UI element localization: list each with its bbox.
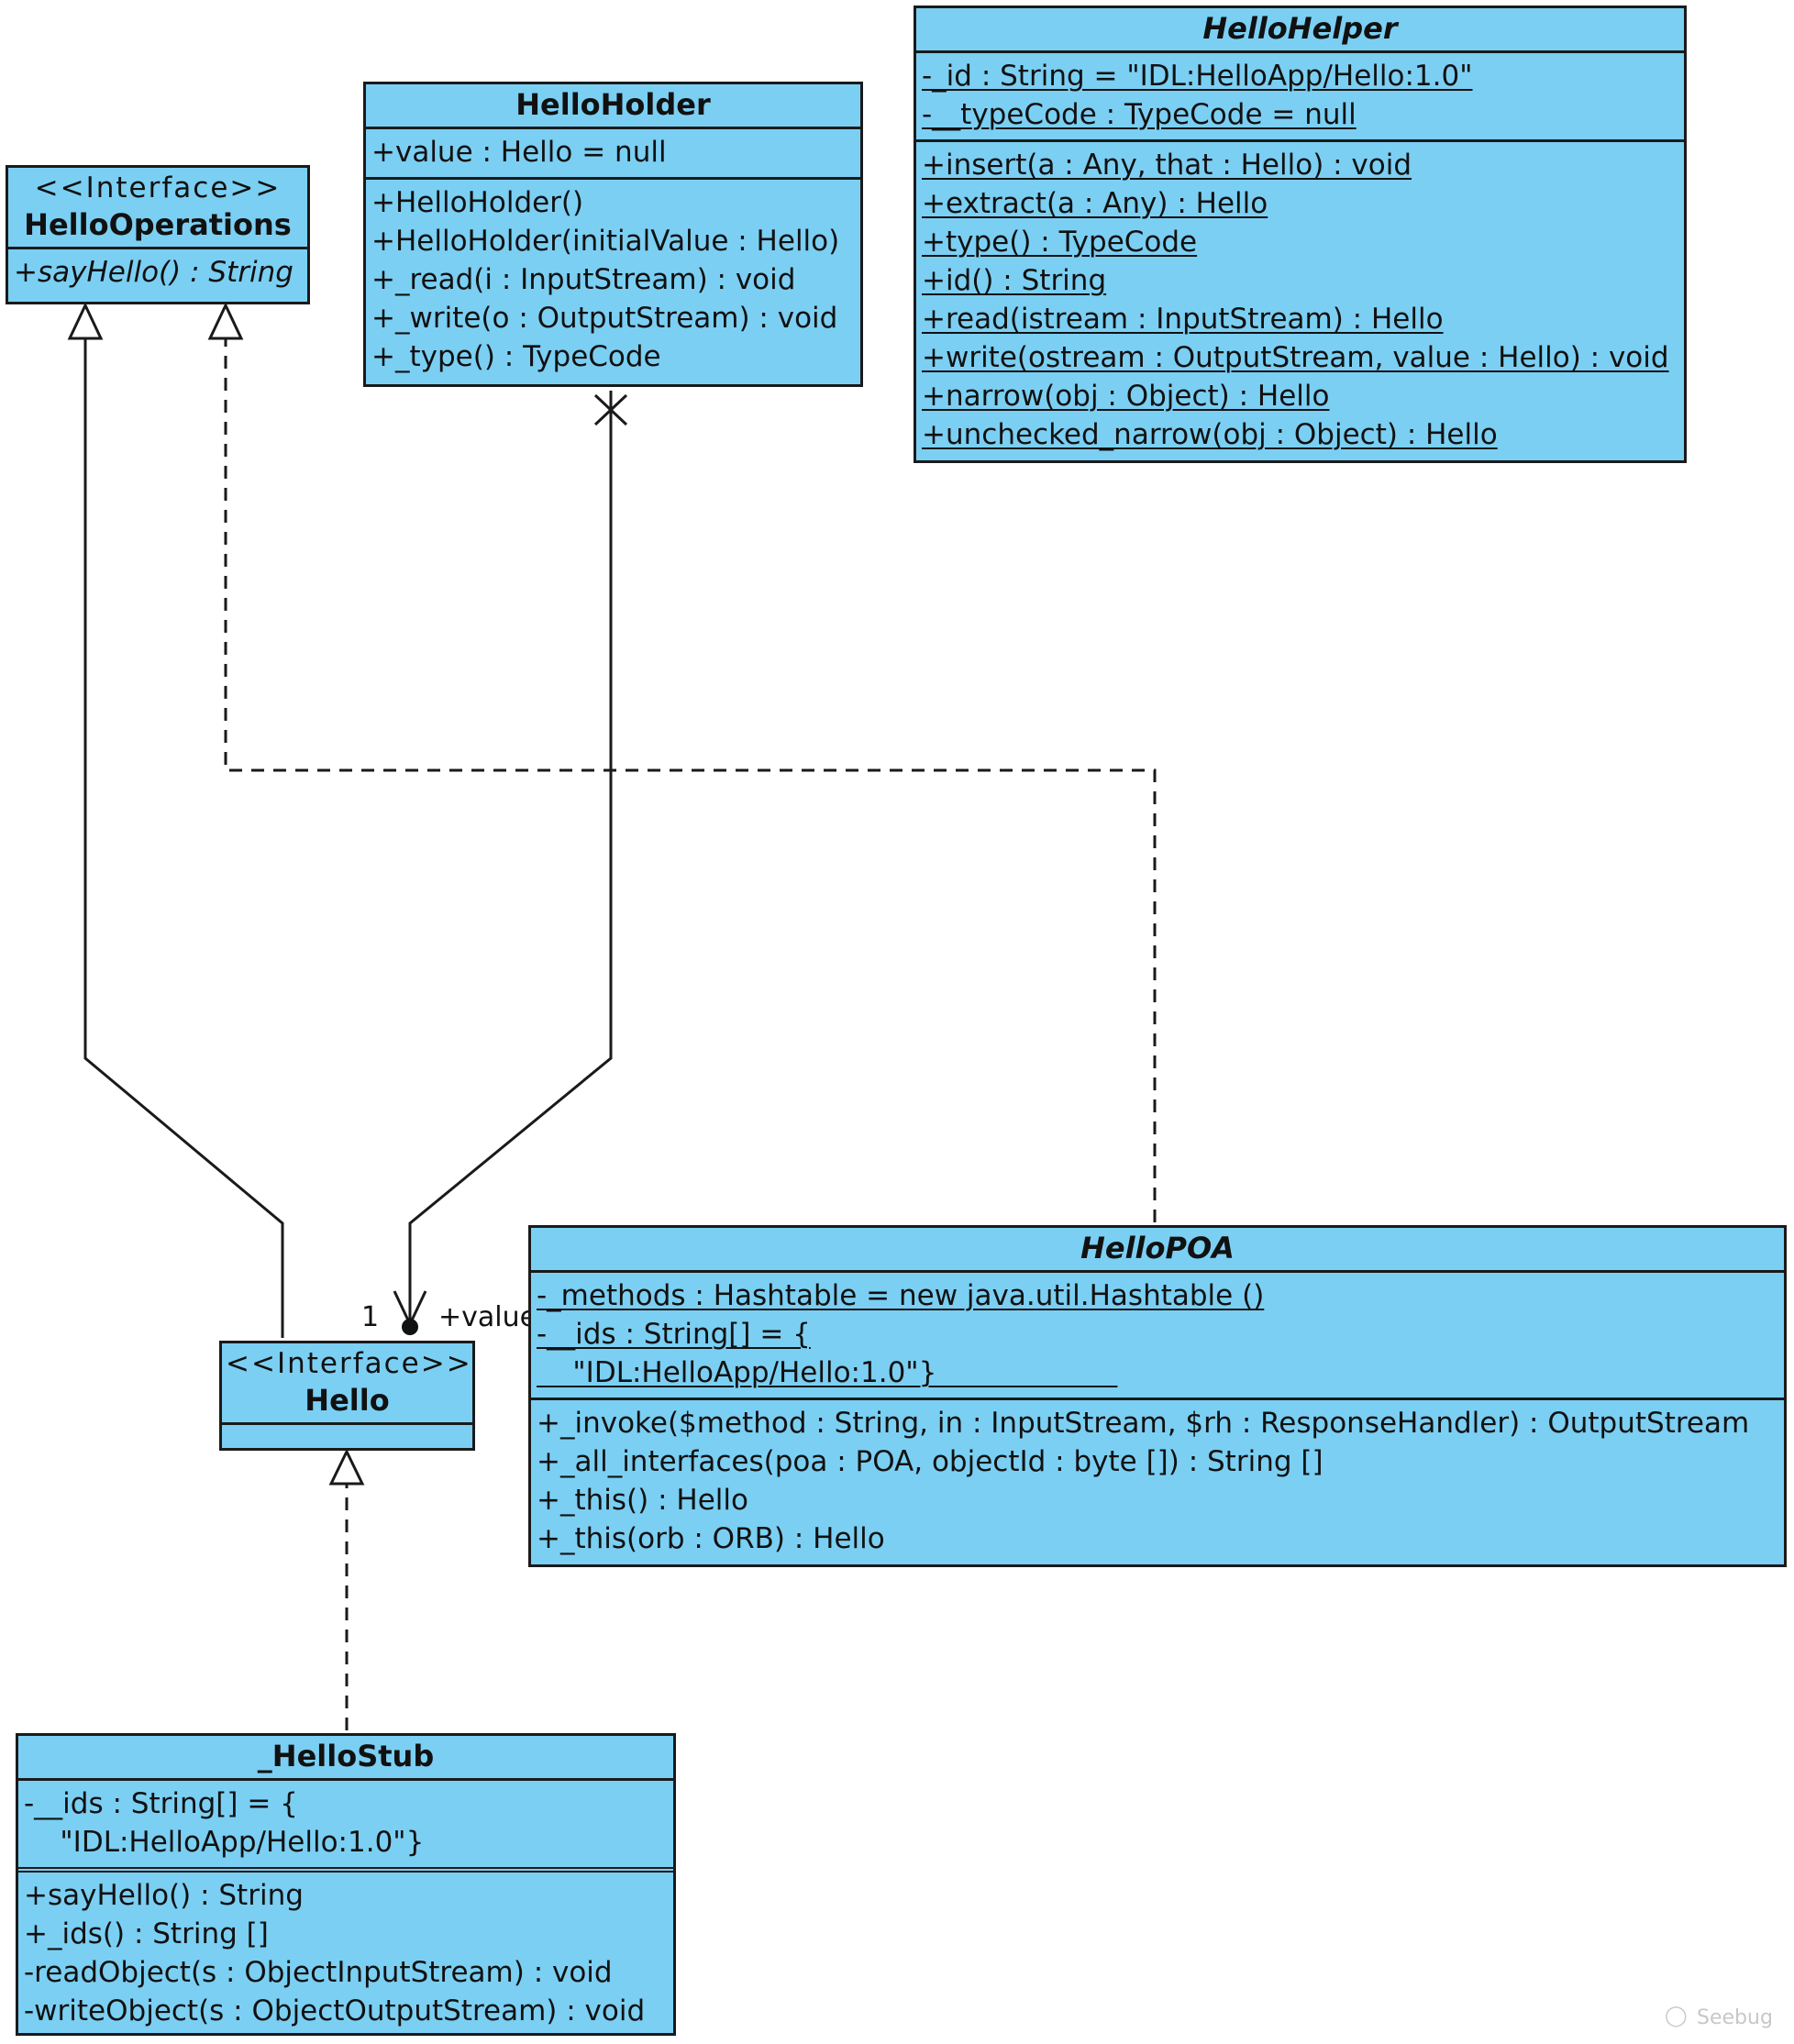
class-name: HelloPOA	[1080, 1231, 1235, 1265]
class-hellopoa[interactable]: HelloPOA -_methods : Hashtable = new jav…	[528, 1225, 1787, 1567]
attributes-compartment: -_id : String = "IDL:HelloApp/Hello:1.0"…	[916, 53, 1684, 142]
association-multiplicity: 1	[361, 1301, 380, 1333]
operation: +extract(a : Any) : Hello	[922, 187, 1268, 220]
attributes-compartment: -__ids : String[] = { "IDL:HelloApp/Hell…	[18, 1781, 673, 1873]
operations-compartment: +_invoke($method : String, in : InputStr…	[531, 1400, 1784, 1563]
operation: +read(istream : InputStream) : Hello	[922, 303, 1444, 336]
class-helloholder[interactable]: HelloHolder +value : Hello = null +Hello…	[363, 82, 863, 387]
class-name: HelloHolder	[515, 87, 711, 122]
class-hellohelper[interactable]: HelloHelper -_id : String = "IDL:HelloAp…	[914, 6, 1687, 463]
operations-compartment: +HelloHolder() +HelloHolder(initialValue…	[366, 180, 860, 381]
operation: +HelloHolder(initialValue : Hello)	[371, 225, 840, 258]
attribute: -__ids : String[] = {	[537, 1318, 811, 1351]
class-header: <<Interface>> Hello	[222, 1343, 472, 1425]
operation: +_write(o : OutputStream) : void	[371, 302, 838, 335]
class-hello[interactable]: <<Interface>> Hello	[219, 1341, 475, 1451]
operations-compartment: +insert(a : Any, that : Hello) : void +e…	[916, 142, 1684, 459]
class-hellooperations[interactable]: <<Interface>> HelloOperations +sayHello(…	[6, 165, 310, 304]
class-stereotype: <<Interface>>	[226, 1347, 472, 1380]
operation: +type() : TypeCode	[922, 226, 1198, 259]
operation: +sayHello() : String	[24, 1879, 304, 1912]
watermark-text: Seebug	[1697, 2006, 1773, 2029]
operation: +_type() : TypeCode	[371, 340, 661, 373]
association-holder-to-hello	[408, 391, 613, 1322]
realization-arrowhead	[207, 302, 244, 340]
class-header: HelloHelper	[916, 8, 1684, 53]
class-hellostub[interactable]: _HelloStub -__ids : String[] = { "IDL:He…	[16, 1733, 676, 2036]
operation: +write(ostream : OutputStream, value : H…	[922, 341, 1669, 374]
empty-compartment	[222, 1425, 472, 1458]
operation: +unchecked_narrow(obj : Object) : Hello	[922, 418, 1498, 451]
generalization-hello-to-hellooperations	[83, 338, 284, 1338]
operation: +_ids() : String []	[24, 1917, 269, 1950]
operation: +HelloHolder()	[371, 186, 584, 219]
generalization-arrowhead	[67, 302, 104, 340]
attribute: -_id : String = "IDL:HelloApp/Hello:1.0"	[922, 60, 1473, 93]
operation: +sayHello() : String	[14, 256, 293, 289]
attributes-compartment: -_methods : Hashtable = new java.util.Ha…	[531, 1273, 1784, 1400]
operation: +narrow(obj : Object) : Hello	[922, 380, 1330, 413]
class-name: _HelloStub	[257, 1739, 435, 1773]
attributes-compartment: +value : Hello = null	[366, 129, 860, 180]
operation: +_this() : Hello	[537, 1484, 748, 1517]
association-role-label: +value	[438, 1301, 537, 1333]
class-stereotype: <<Interface>>	[34, 171, 282, 204]
attribute: "IDL:HelloApp/Hello:1.0"}	[537, 1356, 1118, 1389]
operation: +insert(a : Any, that : Hello) : void	[922, 149, 1412, 182]
class-header: _HelloStub	[18, 1736, 673, 1781]
class-header: HelloHolder	[366, 84, 860, 129]
operation: +_this(orb : ORB) : Hello	[537, 1522, 885, 1555]
class-name: HelloHelper	[1202, 11, 1398, 46]
class-header: <<Interface>> HelloOperations	[8, 168, 307, 249]
attribute: "IDL:HelloApp/Hello:1.0"}	[24, 1826, 425, 1859]
association-end-ownership-dot	[402, 1319, 418, 1335]
operations-compartment: +sayHello() : String	[8, 249, 307, 297]
class-name: HelloOperations	[24, 207, 292, 242]
operation: -readObject(s : ObjectInputStream) : voi…	[24, 1956, 613, 1989]
attribute: +value : Hello = null	[371, 136, 667, 169]
operations-compartment: +sayHello() : String +_ids() : String []…	[18, 1873, 673, 2036]
realization-hellopoa-to-hellooperations	[224, 338, 1157, 1222]
operation: +id() : String	[922, 264, 1107, 297]
operation: +_all_interfaces(poa : POA, objectId : b…	[537, 1445, 1323, 1478]
operation: -writeObject(s : ObjectOutputStream) : v…	[24, 1994, 646, 2027]
watermark-logo-icon: ◯	[1665, 2005, 1688, 2027]
association-nonnavigable-x	[593, 393, 628, 426]
realization-arrowhead	[328, 1448, 365, 1486]
attribute: -__typeCode : TypeCode = null	[922, 98, 1357, 131]
operation: +_invoke($method : String, in : InputStr…	[537, 1407, 1750, 1440]
attribute: -__ids : String[] = {	[24, 1787, 298, 1820]
class-name: Hello	[305, 1383, 390, 1418]
operation: +_read(i : InputStream) : void	[371, 263, 796, 296]
attribute: -_methods : Hashtable = new java.util.Ha…	[537, 1279, 1265, 1312]
class-header: HelloPOA	[531, 1228, 1784, 1273]
